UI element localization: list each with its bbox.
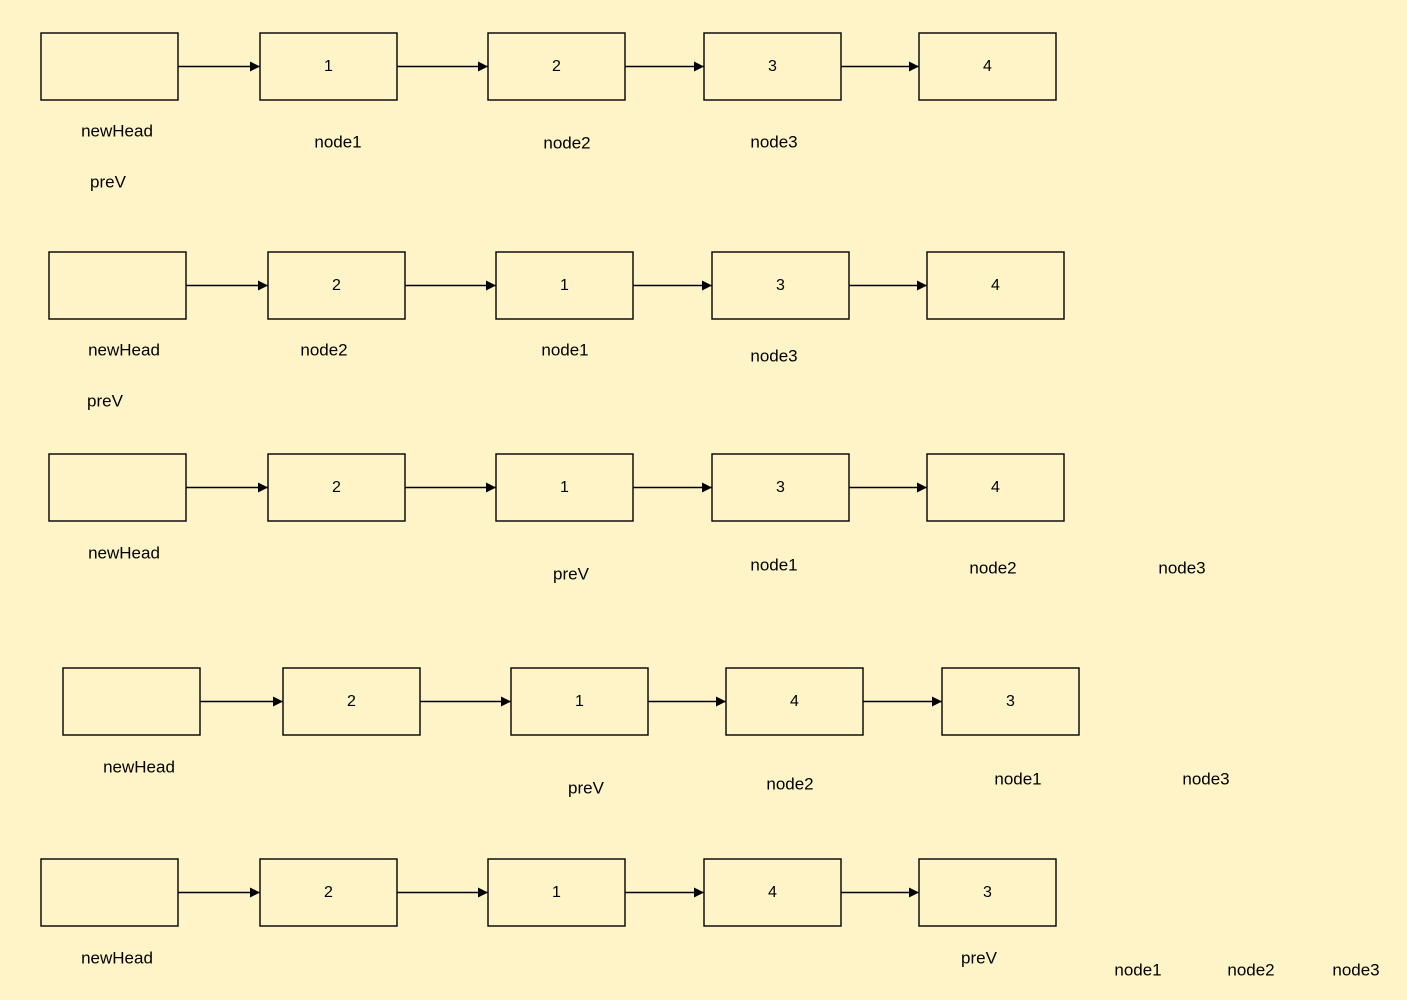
dummy-head-node	[48, 453, 187, 522]
pointer-label: node3	[750, 347, 797, 366]
list-node: 1	[510, 667, 649, 736]
pointer-label: preV	[961, 949, 998, 968]
list-row-2: 2 1 3 4 newHead node2 node1 node3 preV	[48, 251, 1065, 411]
node-value: 4	[790, 693, 799, 710]
list-node: 2	[282, 667, 421, 736]
pointer-label: node3	[1332, 961, 1379, 980]
pointer-label: newHead	[81, 949, 153, 968]
pointer-label: preV	[87, 392, 124, 411]
list-node: 2	[267, 453, 406, 522]
pointer-label: node1	[314, 133, 361, 152]
list-node: 4	[918, 32, 1057, 101]
node-value: 1	[560, 479, 569, 496]
list-node: 1	[487, 858, 626, 927]
list-node: 4	[703, 858, 842, 927]
list-node: 1	[495, 251, 634, 320]
list-node: 3	[711, 251, 850, 320]
dummy-head-node	[62, 667, 201, 736]
list-node: 4	[926, 453, 1065, 522]
list-node: 1	[495, 453, 634, 522]
node-value: 4	[991, 479, 1000, 496]
list-node: 4	[725, 667, 864, 736]
pointer-label: node2	[543, 134, 590, 153]
list-node: 3	[941, 667, 1080, 736]
pointer-label: node1	[541, 341, 588, 360]
node-value: 2	[332, 277, 341, 294]
node-value: 2	[324, 884, 333, 901]
pointer-label: node1	[994, 770, 1041, 789]
node-value: 3	[776, 277, 785, 294]
node-value: 2	[347, 693, 356, 710]
node-value: 3	[983, 884, 992, 901]
pointer-label: node1	[750, 556, 797, 575]
list-row-1: 1 2 3 4 newHead node1 node2 node3 preV	[40, 32, 1057, 192]
dummy-head-node	[40, 32, 179, 101]
node-value: 1	[560, 277, 569, 294]
pointer-label: node3	[750, 133, 797, 152]
pointer-label: node2	[300, 341, 347, 360]
list-row-4: 2 1 4 3 newHead preV node2 node1 node3	[62, 667, 1230, 798]
pointer-label: newHead	[88, 341, 160, 360]
pointer-label: preV	[553, 565, 590, 584]
pointer-label: node2	[766, 775, 813, 794]
node-value: 3	[768, 58, 777, 75]
node-value: 2	[552, 58, 561, 75]
list-node: 4	[926, 251, 1065, 320]
pointer-label: newHead	[103, 758, 175, 777]
node-value: 3	[1006, 693, 1015, 710]
dummy-head-node	[48, 251, 187, 320]
node-value: 4	[991, 277, 1000, 294]
pointer-label: node3	[1158, 559, 1205, 578]
pointer-label: newHead	[88, 544, 160, 563]
pointer-label: preV	[90, 173, 127, 192]
list-row-3: 2 1 3 4 newHead preV node1 node2 node3	[48, 453, 1206, 584]
pointer-label: node2	[1227, 961, 1274, 980]
pointer-label: node3	[1182, 770, 1229, 789]
dummy-head-node	[40, 858, 179, 927]
node-value: 2	[332, 479, 341, 496]
list-row-5: 2 1 4 3 newHead preV node1 node2 node3	[40, 858, 1380, 980]
list-node: 3	[703, 32, 842, 101]
list-node: 3	[918, 858, 1057, 927]
node-value: 3	[776, 479, 785, 496]
pointer-label: node2	[969, 559, 1016, 578]
list-node: 2	[267, 251, 406, 320]
node-value: 4	[983, 58, 992, 75]
list-node: 2	[259, 858, 398, 927]
node-value: 1	[575, 693, 584, 710]
list-node: 2	[487, 32, 626, 101]
node-value: 1	[324, 58, 333, 75]
pointer-label: node1	[1114, 961, 1161, 980]
list-node: 1	[259, 32, 398, 101]
pointer-label: newHead	[81, 122, 153, 141]
node-value: 4	[768, 884, 777, 901]
list-node: 3	[711, 453, 850, 522]
pointer-label: preV	[568, 779, 605, 798]
node-value: 1	[552, 884, 561, 901]
